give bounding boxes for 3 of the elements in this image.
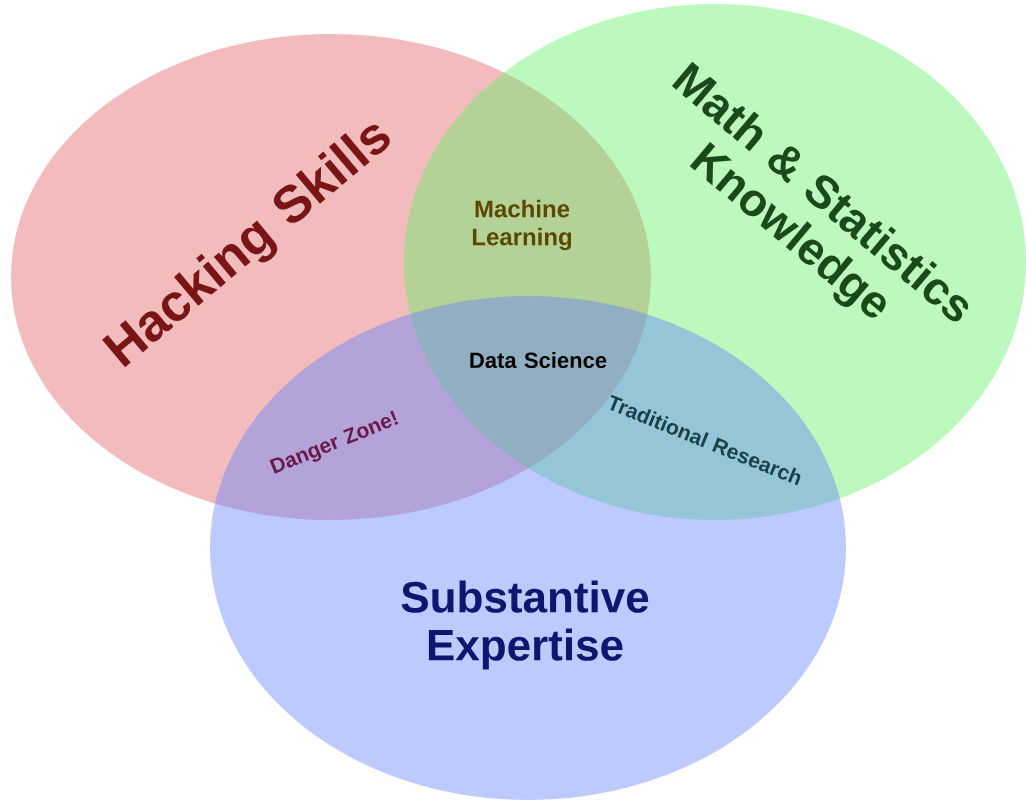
circle-label: Substantive Expertise [401,580,649,670]
region-label: Machine Learning [472,199,572,251]
region-label: Data Science [470,351,607,369]
